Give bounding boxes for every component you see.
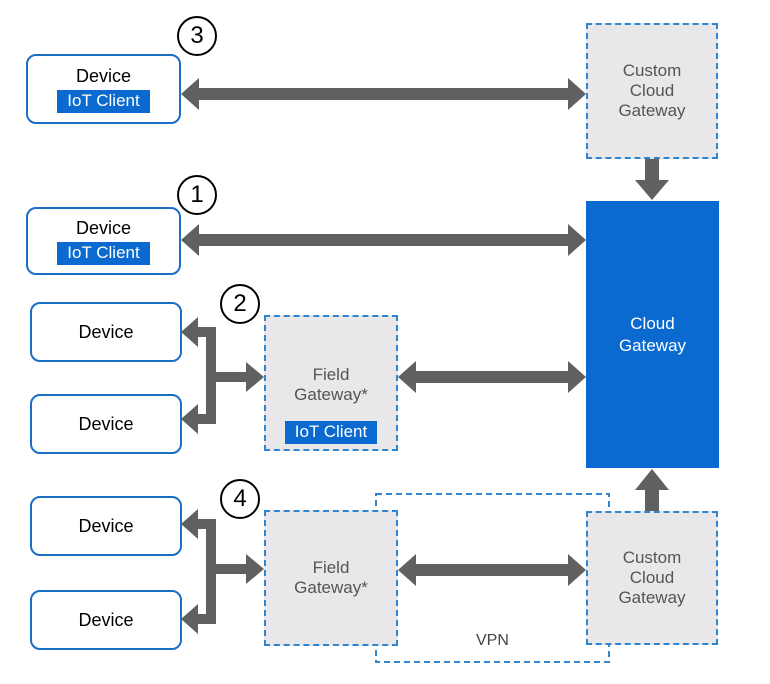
s1-device-label: Device bbox=[75, 217, 132, 238]
fork-s2-vertical bbox=[206, 336, 216, 424]
s2-field-gateway-label: Field Gateway* bbox=[294, 365, 368, 404]
s3-iot-client: IoT Client bbox=[57, 89, 150, 113]
arrow-s4-field-custom bbox=[398, 554, 586, 586]
s4-field-gateway-label: Field Gateway* bbox=[294, 558, 368, 597]
arrow-s2-field-cloud bbox=[398, 361, 586, 393]
s4-device-2: Device bbox=[30, 590, 182, 650]
scenario-4-badge: 4 bbox=[220, 479, 260, 519]
scenario-3-badge: 3 bbox=[177, 16, 217, 56]
s4-device-1-label: Device bbox=[78, 516, 134, 536]
arrow-custom-gateway-to-cloud bbox=[635, 159, 669, 200]
fork-s4-lower-head bbox=[181, 604, 198, 634]
s2-device-2: Device bbox=[30, 394, 182, 454]
scenario-2-badge: 2 bbox=[220, 284, 260, 324]
custom-cloud-gateway-top: Custom Cloud Gateway bbox=[586, 23, 718, 159]
arrow-custom-gateway-bottom-to-cloud bbox=[635, 469, 669, 511]
s1-device: Device IoT Client bbox=[26, 207, 181, 275]
fork-s4-vertical bbox=[206, 524, 216, 624]
fork-s2-lower-head bbox=[181, 404, 198, 434]
s2-device-2-label: Device bbox=[78, 414, 134, 434]
fork-s4-stem bbox=[216, 564, 248, 574]
custom-cloud-gateway-bottom: Custom Cloud Gateway bbox=[586, 511, 718, 645]
s4-device-1: Device bbox=[30, 496, 182, 556]
s3-device-label: Device bbox=[75, 65, 132, 86]
fork-s2-stem bbox=[216, 372, 248, 382]
fork-s2-lower bbox=[196, 414, 216, 424]
s2-device-1-label: Device bbox=[78, 322, 134, 342]
fork-s4-lower bbox=[196, 614, 216, 624]
custom-cloud-gateway-top-label: Custom Cloud Gateway bbox=[618, 61, 686, 120]
s2-device-1: Device bbox=[30, 302, 182, 362]
fork-s4-upper bbox=[196, 519, 216, 529]
cloud-gateway: Cloud Gateway bbox=[586, 201, 719, 468]
fork-s4-upper-head bbox=[181, 509, 198, 539]
arrow-s3-device-custom-gateway bbox=[181, 78, 586, 110]
vpn-label: VPN bbox=[476, 632, 509, 649]
arrow-s1-device-cloud bbox=[181, 224, 586, 256]
fork-s2-upper bbox=[196, 327, 216, 337]
fork-s2-upper-head bbox=[181, 317, 198, 347]
s4-field-gateway: Field Gateway* bbox=[264, 510, 398, 646]
s1-iot-client: IoT Client bbox=[57, 241, 150, 265]
fork-s2-stem-head bbox=[246, 362, 264, 392]
s2-iot-client: IoT Client bbox=[284, 421, 378, 444]
fork-s4-stem-head bbox=[246, 554, 264, 584]
cloud-gateway-label: Cloud Gateway bbox=[618, 313, 687, 355]
s3-device: Device IoT Client bbox=[26, 54, 181, 124]
s4-device-2-label: Device bbox=[78, 610, 134, 630]
s2-field-gateway: Field Gateway* IoT Client bbox=[264, 315, 398, 451]
scenario-1-badge: 1 bbox=[177, 175, 217, 215]
custom-cloud-gateway-bottom-label: Custom Cloud Gateway bbox=[618, 548, 686, 607]
